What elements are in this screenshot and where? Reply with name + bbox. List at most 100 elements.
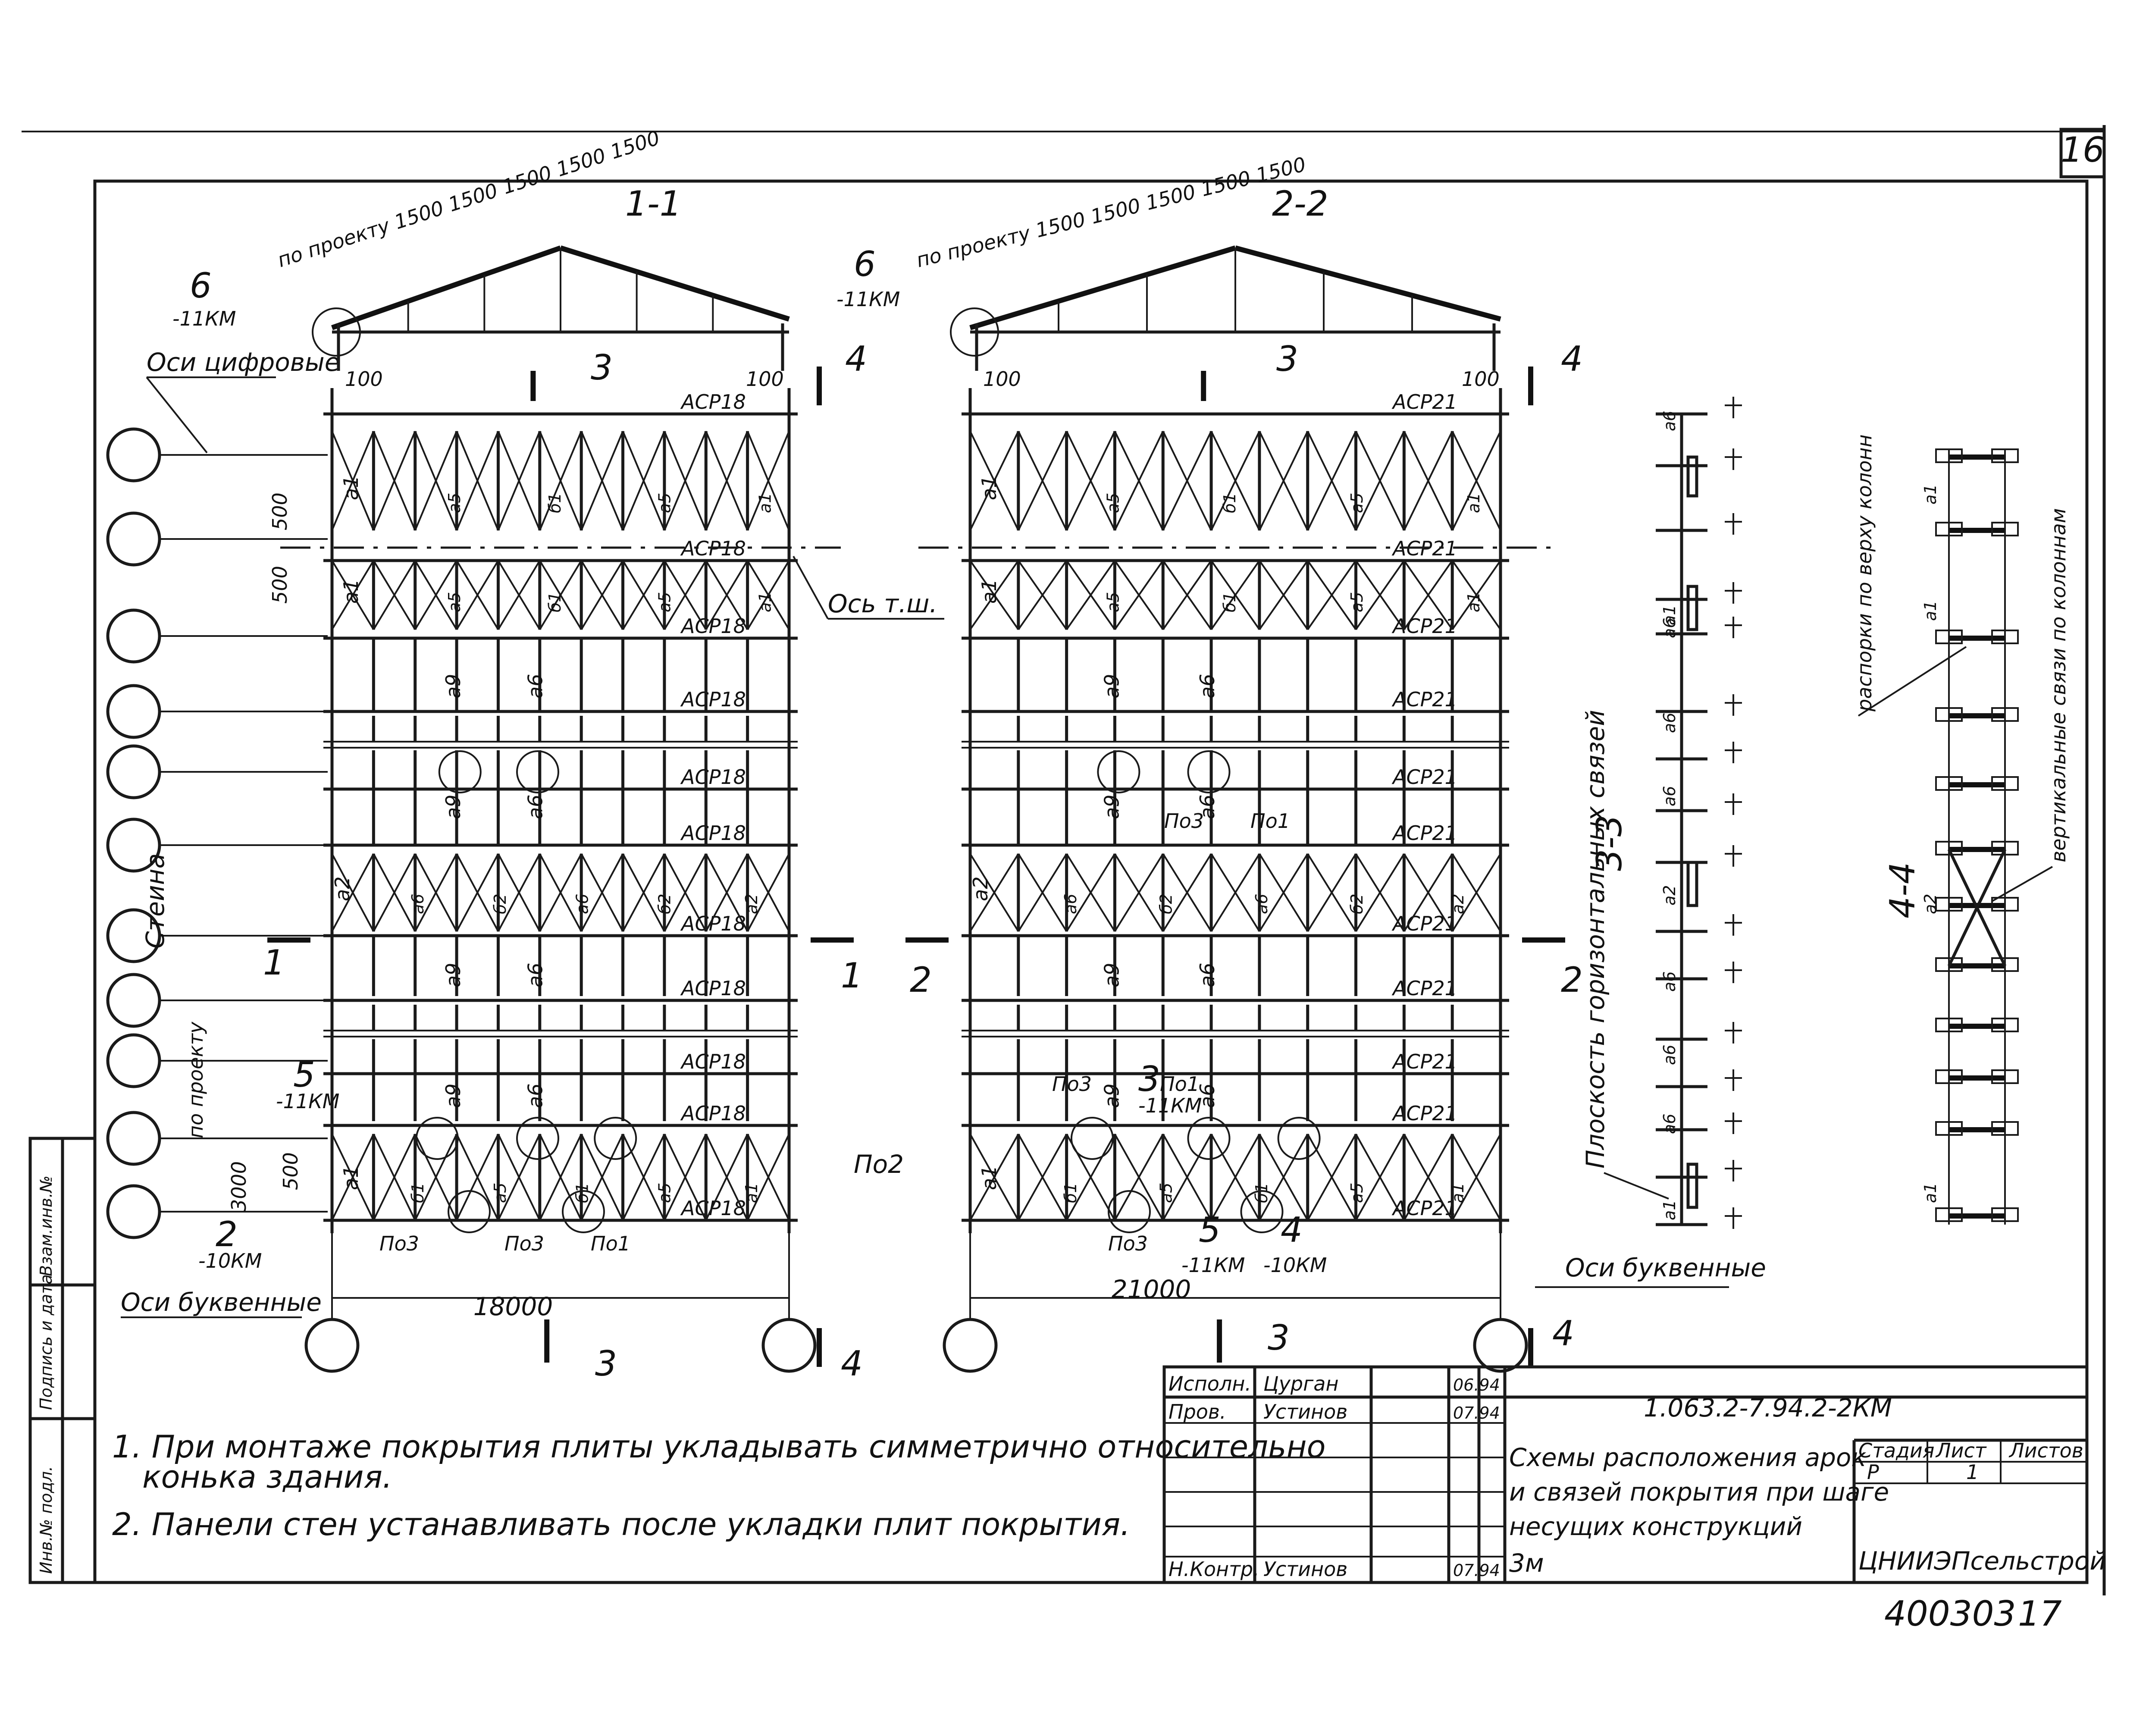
member-a6: а6 <box>573 894 592 914</box>
section-1-1-pitch: по проекту 1500 1500 1500 1500 1500 <box>275 126 663 272</box>
tb-sheets-h: Листов <box>2008 1439 2083 1462</box>
rail-label: АСР21 <box>1391 1102 1457 1125</box>
section-2-2-title: 2-2 <box>1272 184 1328 224</box>
rail-label: АСР18 <box>680 765 746 789</box>
tb-stage: Р <box>1867 1460 1879 1484</box>
side-stamp: Инв.№ подл. Подпись и дата Взам.инв.№ <box>28 1137 97 1584</box>
x-brace <box>1403 1134 1453 1221</box>
cut-3-bottom-1: 3 <box>595 1344 617 1384</box>
member-a6: а6 <box>1660 786 1679 806</box>
tb-name-2: Устинов <box>1263 1400 1347 1423</box>
axis-circle <box>1473 1318 1528 1373</box>
member-a1: а1 <box>1921 1183 1940 1203</box>
member-a2: а2 <box>1660 885 1679 906</box>
tb-org: ЦНИИЭПсельстрой <box>1858 1546 2106 1576</box>
rail-label: АСР21 <box>1391 688 1457 711</box>
x-brace <box>1451 853 1501 932</box>
x-brace <box>1259 853 1309 932</box>
member-a1: а1 <box>1660 605 1679 625</box>
roof-rafter-right <box>560 245 790 322</box>
x-brace <box>1065 560 1116 630</box>
member-a9: а9 <box>442 674 465 699</box>
x-brace <box>456 560 499 630</box>
x-brace <box>664 1134 707 1221</box>
detail-circle <box>312 307 361 357</box>
member-a2: а2 <box>969 877 992 901</box>
axis-circle <box>106 684 161 739</box>
bracing-plan-1-1: АСР18АСР18АСР18АСР18АСР18АСР18АСР18АСР18… <box>267 245 854 1373</box>
axis-circle <box>106 1033 161 1088</box>
x-brace <box>969 560 1019 630</box>
member-a1: а1 <box>1921 601 1940 621</box>
member-a1: а1 <box>977 1166 1001 1190</box>
x-brace <box>1162 853 1212 932</box>
dim-500-c: 500 <box>279 1152 302 1190</box>
section-2-2-edge-right: 100 <box>1462 367 1500 391</box>
callout-5-r-sheet: -11КМ <box>1181 1253 1245 1277</box>
detail-circle <box>415 1117 459 1160</box>
note-1b: конька здания. <box>142 1459 392 1495</box>
label-po1-a: По1 <box>591 1232 630 1255</box>
member-a6: а6 <box>524 1084 547 1108</box>
section-1-1-edge-left: 100 <box>345 367 383 391</box>
x-brace <box>1259 1134 1309 1221</box>
tb-name-1: Цурган <box>1263 1372 1339 1395</box>
x-brace <box>1403 560 1453 630</box>
label-axis-ridge: Ось т.ш. <box>828 589 937 618</box>
member-a5: а5 <box>1347 1183 1366 1203</box>
axis-circle <box>761 1318 817 1373</box>
x-brace <box>1355 560 1405 630</box>
dim-500-b: 500 <box>268 566 291 604</box>
roof-rafter-right <box>1234 245 1501 322</box>
detail-circle <box>594 1117 637 1160</box>
member-a5: а5 <box>1347 592 1366 612</box>
member-a1: а1 <box>742 1183 761 1203</box>
member-a6: а6 <box>1061 894 1080 914</box>
section-3-3-caption: Плоскость горизонтальных связей <box>1581 710 1610 1169</box>
cut-4-top-1: 4 <box>845 339 867 379</box>
x-brace <box>622 560 665 630</box>
section-2-2-span: 21000 <box>1112 1275 1191 1304</box>
x-brace <box>373 431 416 531</box>
label-axes-digital: Оси цифровые <box>147 348 340 377</box>
x-brace <box>331 853 375 932</box>
x-brace <box>1210 853 1260 932</box>
roof-rafter-left <box>969 245 1236 330</box>
section-4-4-brace <box>1947 849 2007 967</box>
section-3-3-member <box>1686 861 1698 907</box>
label-po1-b: По1 <box>1250 809 1290 833</box>
rail-label: АСР21 <box>1391 821 1457 845</box>
member-a5: а5 <box>445 592 464 612</box>
section-4-4-struts: распорки по верху колонн <box>1853 434 1876 712</box>
x-brace <box>414 1134 457 1221</box>
member-a6: а6 <box>1660 1045 1679 1065</box>
detail-circle <box>562 1190 605 1233</box>
cut-3-top-1: 3 <box>591 348 613 388</box>
member-b1: б1 <box>1220 492 1239 513</box>
rail-label: АСР21 <box>1391 912 1457 935</box>
tb-date-1: 06.94 <box>1453 1376 1500 1394</box>
detail-circle <box>516 750 559 793</box>
x-brace <box>456 853 499 932</box>
side-stamp-sign: Подпись и дата <box>37 1274 56 1410</box>
rail-label: АСР21 <box>1391 1050 1457 1073</box>
x-brace <box>746 560 790 630</box>
x-brace <box>456 1134 499 1221</box>
callout-5-sheet: -11КМ <box>276 1090 339 1113</box>
callout-6-right: 6 <box>854 244 876 284</box>
rail-label: АСР18 <box>680 912 746 935</box>
x-brace <box>1162 1134 1212 1221</box>
stamp-number: 400303 <box>1884 1594 2016 1634</box>
cut-1-left: 1 <box>263 943 285 983</box>
callout-4: 4 <box>1281 1210 1303 1250</box>
cut-4-bottom-1: 4 <box>841 1344 863 1384</box>
x-brace <box>497 1134 541 1221</box>
member-b1: б1 <box>1220 592 1239 612</box>
member-a6: а6 <box>1660 411 1679 431</box>
side-stamp-repl: Взам.инв.№ <box>37 1175 56 1276</box>
x-brace <box>1403 853 1453 932</box>
x-brace <box>1018 560 1068 630</box>
x-brace <box>969 1134 1019 1221</box>
detail-circle <box>950 307 999 357</box>
member-b2: б2 <box>1347 893 1366 914</box>
